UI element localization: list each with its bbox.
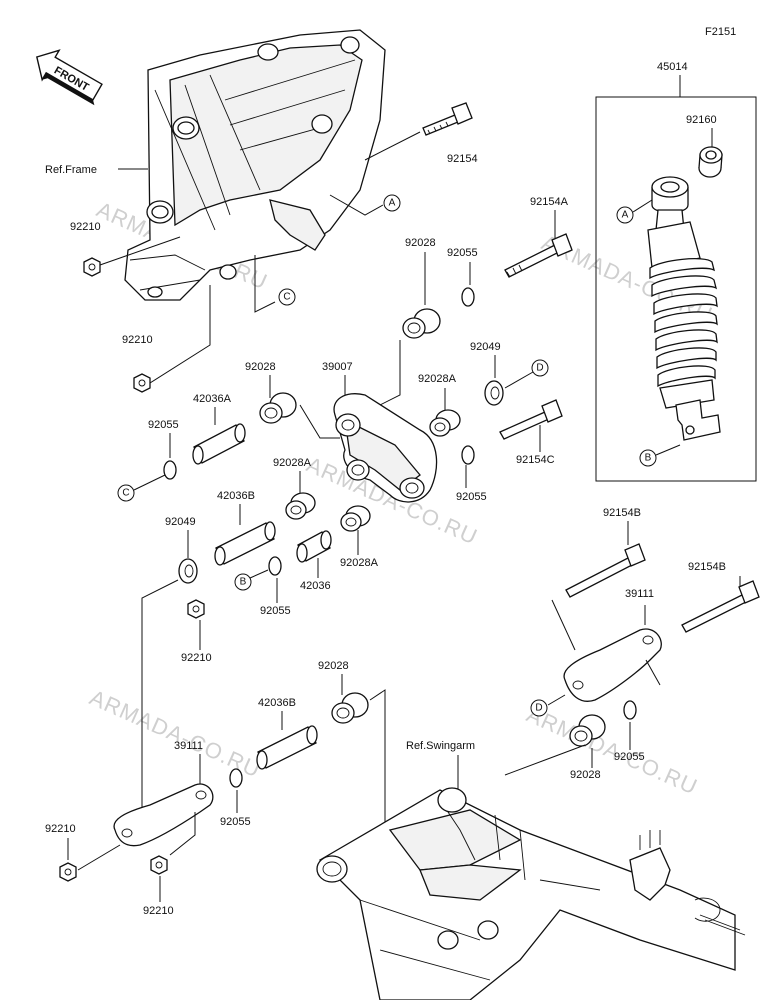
bolt-92154B-b — [681, 580, 760, 633]
collar-92028-upper — [402, 308, 441, 339]
sleeve-42036 — [296, 530, 332, 563]
rocker-arm-39007 — [333, 393, 438, 503]
bolt-92154C — [499, 399, 563, 440]
swingarm-illustration — [316, 787, 746, 1000]
part-label-92055-e: 92055 — [614, 751, 645, 763]
frame-illustration — [124, 29, 386, 301]
part-label-92154: 92154 — [447, 153, 478, 165]
part-label-92028A-b: 92028A — [273, 457, 312, 469]
sleeve-42036B-b — [256, 725, 318, 770]
part-label-92055-f: 92055 — [220, 816, 251, 828]
ref-d-upper-text: D — [536, 363, 543, 374]
nut-92210-mid — [133, 373, 151, 393]
sleeve-42036B-a — [214, 521, 276, 566]
ref-c-lower-text: C — [122, 488, 129, 499]
nut-92210-bottom-left — [59, 862, 77, 882]
ref-circle-d-lower — [530, 699, 548, 717]
ref-a-shock-text: A — [622, 210, 629, 221]
bolt-92154A — [504, 233, 573, 278]
ref-circle-a-shock — [616, 206, 634, 224]
part-label-92028A-a: 92028A — [418, 373, 457, 385]
nut-92210-bottom-right — [150, 855, 168, 875]
part-label-92210-bottom-right: 92210 — [143, 905, 174, 917]
plate-39111-left — [113, 783, 214, 847]
part-label-42036: 42036 — [300, 580, 331, 592]
part-label-92028-right: 92028 — [570, 769, 601, 781]
ref-c-frame-text: C — [283, 292, 290, 303]
ref-d-lower-text: D — [535, 703, 542, 714]
ref-swingarm-label: Ref.Swingarm — [406, 740, 475, 752]
diagram-code: F2151 — [705, 26, 736, 38]
part-label-92055-b: 92055 — [456, 491, 487, 503]
part-label-92028-upper: 92028 — [405, 237, 436, 249]
ref-circle-b-shock — [639, 449, 657, 467]
part-label-45014: 45014 — [657, 61, 688, 73]
ring-92055-b — [461, 445, 475, 465]
part-label-92028A-c: 92028A — [340, 557, 379, 569]
part-label-92055-a: 92055 — [447, 247, 478, 259]
ring-92055-e — [623, 700, 637, 720]
ring-92055-a — [461, 287, 475, 307]
collar-92028A-c — [340, 505, 371, 532]
ring-92055-c — [163, 460, 177, 480]
collar-92028-mid — [259, 392, 297, 424]
ref-circle-c-lower — [117, 484, 135, 502]
ref-circle-d-upper — [531, 359, 549, 377]
part-label-92154A: 92154A — [530, 196, 569, 208]
front-arrow-icon: FRONT — [35, 49, 103, 106]
part-label-92154C: 92154C — [516, 454, 555, 466]
bushing-92160 — [698, 146, 723, 178]
part-label-42036B-a: 42036B — [217, 490, 255, 502]
part-label-92055-c: 92055 — [148, 419, 179, 431]
part-label-42036B-b: 42036B — [258, 697, 296, 709]
part-label-92049-right: 92049 — [470, 341, 501, 353]
ref-circle-b-lower — [234, 573, 252, 591]
nut-92210-lower-mid — [187, 599, 205, 619]
ring-92055-d — [268, 556, 282, 576]
part-label-39111-left: 39111 — [174, 740, 203, 752]
bolt-92154B-a — [565, 543, 646, 598]
ref-frame-label: Ref.Frame — [45, 164, 97, 176]
nut-92210-upper — [83, 257, 101, 277]
collar-92028-right — [569, 714, 606, 747]
sleeve-42036A — [192, 423, 246, 465]
part-label-92028-lower: 92028 — [318, 660, 349, 672]
ref-circle-c-frame — [278, 288, 296, 306]
collar-92028-lower — [331, 692, 369, 724]
part-label-92154B-b: 92154B — [688, 561, 726, 573]
shock-absorber-box — [595, 96, 757, 482]
part-label-39111-right: 39111 — [625, 588, 654, 600]
watermark-5: ARMADA-CO.RU — [523, 702, 702, 800]
part-label-92160: 92160 — [686, 114, 717, 126]
part-label-39007: 39007 — [322, 361, 353, 373]
collar-92028A-a — [429, 409, 461, 437]
part-label-92055-d: 92055 — [260, 605, 291, 617]
part-label-92210-mid: 92210 — [122, 334, 153, 346]
ref-circle-a-frame — [383, 194, 401, 212]
part-label-42036A: 42036A — [193, 393, 232, 405]
bolt-92154 — [422, 102, 473, 136]
part-label-92210-lower-mid: 92210 — [181, 652, 212, 664]
watermark-4: ARMADA-CO.RU — [86, 685, 265, 783]
part-label-92154B-a: 92154B — [603, 507, 641, 519]
plate-39111-right — [563, 628, 662, 702]
part-label-92028-mid: 92028 — [245, 361, 276, 373]
shock-absorber — [647, 176, 721, 441]
washer-92049-left — [178, 558, 198, 584]
part-label-92210-bottom-left: 92210 — [45, 823, 76, 835]
part-label-92210-upper: 92210 — [70, 221, 101, 233]
ref-a-frame-text: A — [389, 198, 396, 209]
ref-b-shock-text: B — [645, 453, 652, 464]
collar-92028A-b — [285, 492, 316, 520]
part-label-92049-left: 92049 — [165, 516, 196, 528]
washer-92049-right — [484, 380, 504, 406]
ref-b-lower-text: B — [240, 577, 247, 588]
ring-92055-f — [229, 768, 243, 788]
